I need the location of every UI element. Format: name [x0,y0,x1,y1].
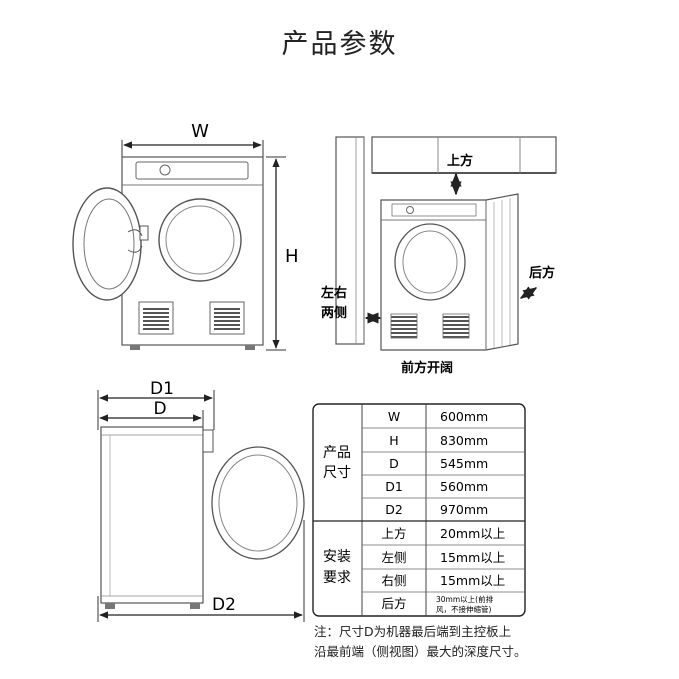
side-clearance-label-line2: 两侧 [321,305,347,321]
d2-label: D2 [212,595,236,615]
footnote: 注：尺寸D为机器最后端到主控板上 沿最前端（侧视图）最大的深度尺寸。 [314,622,644,662]
d1-label: D1 [150,379,174,399]
size-group-label-line2: 尺寸 [323,465,351,481]
d-label: D [153,399,166,419]
install-group-label-line1: 安装 [323,549,351,565]
door-hinge-icon [139,225,149,241]
upper-cabinet [371,136,557,174]
size-key-d1: D1 [385,479,403,494]
vent-grille-left [143,306,169,330]
install-value-back-line2: 风，不接伸缩管) [436,604,491,614]
control-panel-protrusion [202,429,214,453]
front-clearance-label: 前方开阔 [401,360,453,376]
height-label: H [285,246,299,267]
size-key-d2: D2 [385,502,403,517]
side-clearance-label-line1: 左右 [321,285,347,301]
top-clearance-label: 上方 [447,153,473,169]
install-key-back: 后方 [381,596,406,611]
control-panel [135,161,249,180]
install-view: 上方 左右 两侧 后方 前方开阔 [321,136,557,376]
size-value-d: 545mm [440,456,488,471]
page-title: 产品参数 [281,29,398,60]
install-value-right: 15mm以上 [440,573,505,588]
install-value-back-line1: 30mm以上(前排 [436,594,494,604]
install-value-left: 15mm以上 [440,550,505,565]
size-key-h: H [389,433,398,448]
spec-table: 产品 尺寸 安装 要求 W 600mm H 830mm D 545mm D1 5… [312,403,526,617]
size-value-h: 830mm [440,433,488,448]
front-view: W H [72,121,299,351]
dryer-side-body [100,426,204,604]
arrow-double-diagonal-icon [519,286,538,300]
size-value-d1: 560mm [440,479,488,494]
size-value-w: 600mm [440,409,488,424]
size-key-d: D [389,456,399,471]
back-clearance-label: 后方 [529,265,555,281]
install-key-right: 右侧 [381,573,406,588]
footnote-line1: 注：尺寸D为机器最后端到主控板上 [314,624,512,639]
control-knob-icon [159,164,171,176]
size-value-d2: 970mm [440,502,488,517]
footnote-line2: 沿最前端（侧视图）最大的深度尺寸。 [314,644,527,659]
vent-grille-right [214,306,240,330]
install-key-left: 左侧 [381,550,406,565]
size-key-w: W [388,409,400,424]
install-key-top: 上方 [381,526,406,541]
width-label: W [191,121,209,142]
install-group-label-line2: 要求 [323,570,351,586]
size-group-label-line1: 产品 [323,445,351,461]
side-view: D1 D D2 [97,379,305,622]
install-value-top: 20mm以上 [440,526,505,541]
